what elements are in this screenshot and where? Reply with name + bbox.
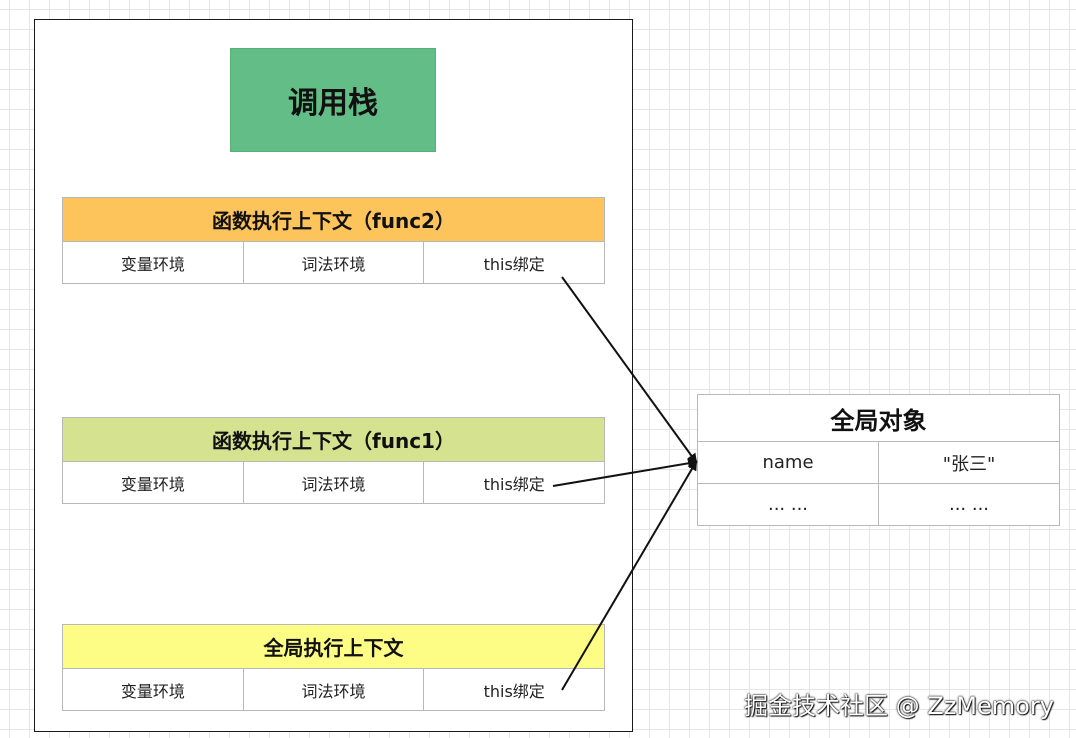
context-func2: 函数执行上下文（func2） 变量环境 词法环境 this绑定	[62, 197, 606, 284]
global-object-title: 全局对象	[697, 394, 1060, 442]
global-object-value: ... ...	[879, 484, 1060, 526]
global-object-key: ... ...	[697, 484, 879, 526]
this-binding-cell: this绑定	[424, 462, 606, 504]
context-func1: 函数执行上下文（func1） 变量环境 词法环境 this绑定	[62, 417, 606, 504]
lexical-env-cell: 词法环境	[243, 669, 425, 711]
this-binding-cell: this绑定	[424, 669, 606, 711]
variable-env-cell: 变量环境	[62, 669, 244, 711]
watermark-text: 掘金技术社区 @ ZzMemory	[744, 692, 1054, 720]
context-global-row: 变量环境 词法环境 this绑定	[62, 669, 606, 711]
global-object-value: "张三"	[879, 442, 1060, 484]
context-global: 全局执行上下文 变量环境 词法环境 this绑定	[62, 624, 606, 711]
context-func1-row: 变量环境 词法环境 this绑定	[62, 462, 606, 504]
this-binding-cell: this绑定	[424, 242, 606, 284]
context-func2-row: 变量环境 词法环境 this绑定	[62, 242, 606, 284]
variable-env-cell: 变量环境	[62, 462, 244, 504]
context-func2-header: 函数执行上下文（func2）	[62, 197, 605, 242]
global-object-key: name	[697, 442, 879, 484]
global-object-row: ... ... ... ...	[697, 484, 1060, 526]
context-global-header: 全局执行上下文	[62, 624, 605, 669]
context-func1-header: 函数执行上下文（func1）	[62, 417, 605, 462]
variable-env-cell: 变量环境	[62, 242, 244, 284]
call-stack-title: 调用栈	[230, 48, 436, 152]
global-object-row: name "张三"	[697, 442, 1060, 484]
lexical-env-cell: 词法环境	[243, 242, 425, 284]
lexical-env-cell: 词法环境	[243, 462, 425, 504]
global-object-table: 全局对象 name "张三" ... ... ... ...	[697, 394, 1060, 526]
